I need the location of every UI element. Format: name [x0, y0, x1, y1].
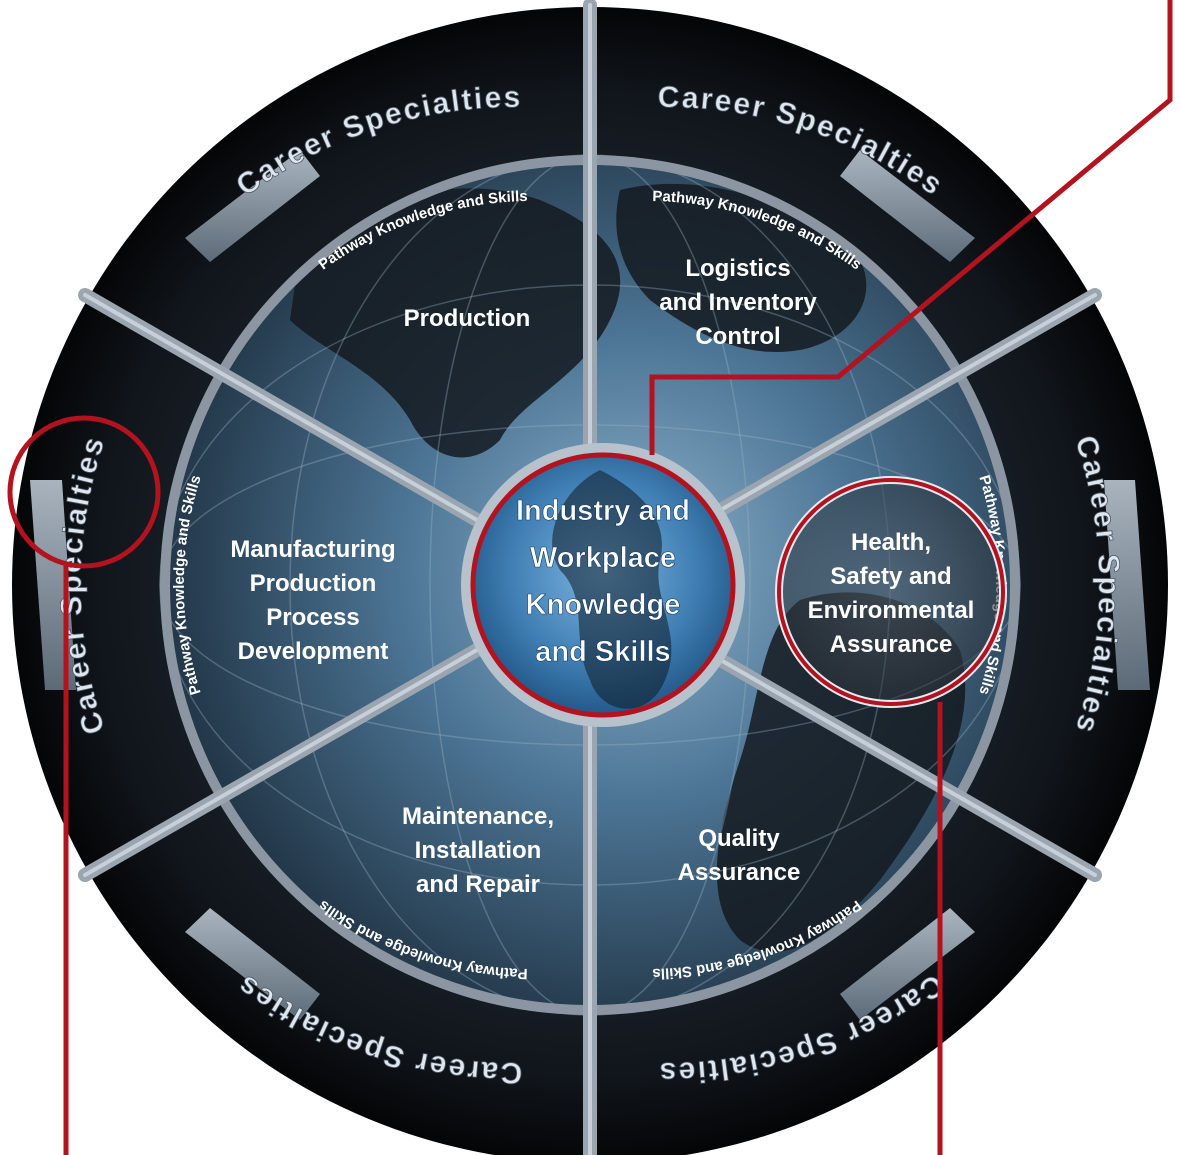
center-callout-line: [649, 0, 1173, 455]
label-line: Logistics: [685, 255, 790, 282]
label-line: Production: [404, 305, 531, 332]
label-line: Workplace: [530, 542, 676, 574]
label-line: Process: [266, 604, 359, 631]
career-plate-2: [840, 150, 975, 262]
label-line: and Repair: [416, 871, 540, 898]
label-line: Safety and: [830, 563, 951, 590]
label-line: Production: [250, 570, 377, 597]
label-line: Maintenance,: [402, 803, 554, 830]
pathway-label-production: Production: [404, 305, 531, 332]
label-line: Control: [695, 323, 780, 350]
label-line: Development: [238, 638, 389, 665]
label-line: and Inventory: [659, 289, 817, 316]
callout-lines: [63, 0, 1173, 1155]
label-line: Quality: [698, 825, 780, 852]
label-line: Assurance: [830, 631, 953, 658]
label-line: Health,: [851, 529, 931, 556]
career-plate-3: [1104, 480, 1150, 690]
health-safety-highlight-border: [777, 478, 1005, 706]
career-specialties-highlight: [7, 415, 161, 569]
label-line: Environmental: [808, 597, 975, 624]
north-america-shape: [290, 188, 621, 458]
label-line: Industry and: [516, 495, 690, 527]
label-line: Knowledge: [526, 589, 681, 621]
continents: [290, 183, 966, 952]
label-line: and Skills: [535, 636, 670, 668]
label-line: Installation: [415, 837, 542, 864]
label-line: Assurance: [678, 859, 801, 886]
label-line: Manufacturing: [230, 536, 395, 563]
north-america-east-shape: [616, 183, 867, 352]
career-plate-5: [185, 908, 320, 1020]
pathway-label-maintenance: Maintenance, Installation and Repair: [402, 803, 554, 898]
center-continent-shape: [552, 470, 672, 709]
career-plate-1: [185, 150, 320, 262]
career-plates: [30, 150, 1150, 1020]
